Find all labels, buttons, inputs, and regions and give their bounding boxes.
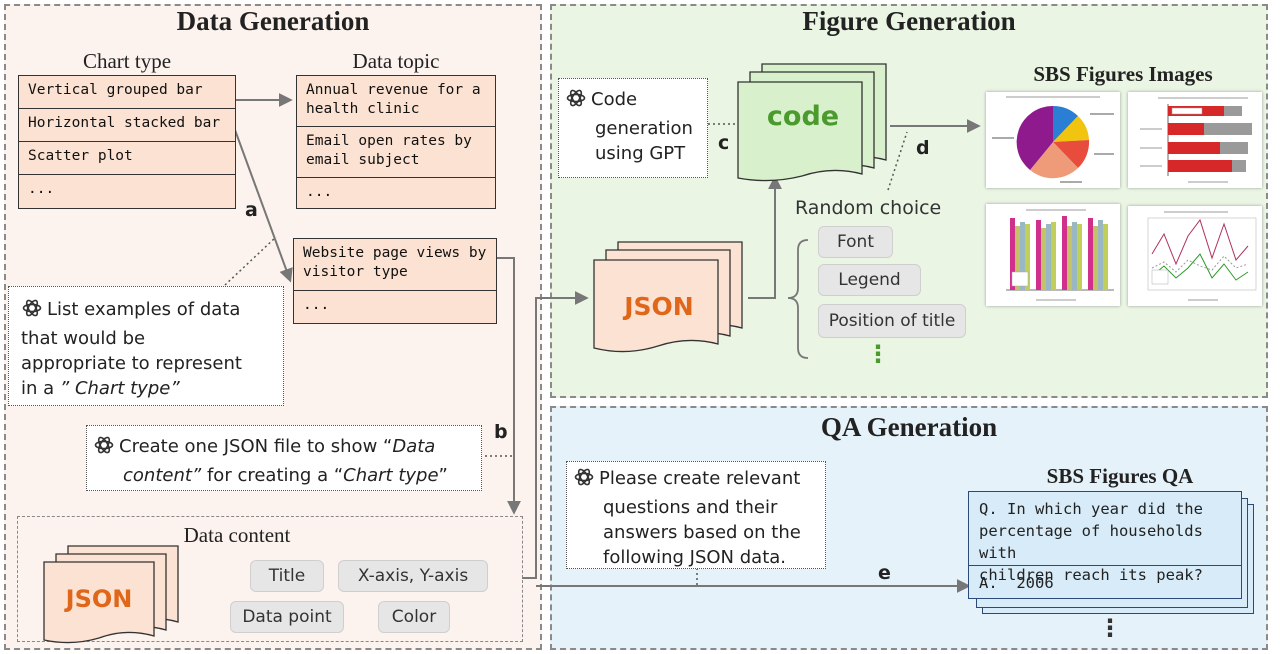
data-topic-item[interactable]: Email open rates by email subject	[297, 127, 495, 178]
figure-json-label: JSON	[624, 292, 694, 321]
data-content-title: Data content	[183, 523, 291, 547]
chip-axes: X-axis, Y-axis	[338, 560, 488, 592]
dotted-prompt-link	[224, 236, 277, 286]
chart-type-list: Vertical grouped bar Horizontal stacked …	[18, 75, 236, 209]
chart-type-item[interactable]: Vertical grouped bar	[19, 76, 235, 109]
chart-type-item[interactable]: ...	[28, 181, 55, 197]
chart-type-title: Chart type	[82, 49, 172, 73]
chart-type-item[interactable]: Scatter plot	[19, 142, 235, 175]
step-label-c: c	[718, 132, 730, 154]
data-content-box	[17, 516, 523, 642]
prompt-line: Code	[591, 89, 638, 110]
prompt-text: ”	[438, 465, 448, 486]
arrow-to-figure-json	[522, 291, 589, 579]
prompt-text: Data	[392, 436, 436, 457]
option-font: Font	[818, 226, 893, 258]
prompt-text: Create one JSON file to show “	[119, 436, 393, 457]
option-position-of-title: Position of title	[818, 304, 966, 338]
arrow-json-to-code	[748, 175, 782, 299]
arrow-b	[497, 257, 521, 515]
thumbnail-pie-chart	[986, 92, 1120, 188]
gpt-logo-icon	[573, 466, 595, 495]
chart-type-item[interactable]: Horizontal stacked bar	[19, 109, 235, 142]
prompt-line: answers based on the	[603, 522, 801, 543]
step-label-e: e	[878, 562, 891, 584]
prompt-line: following JSON data.	[603, 547, 786, 568]
code-label: code	[766, 101, 840, 132]
figure-json-doc-stack-icon	[593, 241, 743, 353]
qa-card: Q. In which year did the percentage of h…	[968, 491, 1242, 599]
qa-more-ellipsis: ⋮	[1098, 614, 1122, 642]
prompt-line: generation	[595, 118, 693, 139]
prompt-line: Please create relevant	[599, 468, 801, 489]
qa-answer: A. 2006	[979, 574, 1054, 592]
chip-color: Color	[378, 601, 450, 633]
random-choice-brace	[787, 239, 809, 359]
prompt-line: appropriate to represent	[21, 353, 242, 374]
prompt-line: questions and their	[603, 497, 778, 518]
prompt-text: Chart type	[343, 465, 439, 486]
prompt-line: that would be	[21, 328, 146, 349]
thumbnail-horizontal-bar-chart	[1128, 92, 1262, 188]
data-topic-item[interactable]: Website page views by visitor type	[294, 239, 496, 291]
step-label-a: a	[245, 199, 258, 221]
data-topic-item[interactable]: Annual revenue for a health clinic	[297, 76, 495, 127]
sbs-figures-qa-title: SBS Figures QA	[1046, 464, 1194, 488]
options-more-ellipsis: ⋮	[866, 340, 890, 368]
qa-question-line: children reach its peak?	[979, 566, 1203, 584]
thumbnail-grouped-bar-chart	[986, 204, 1120, 306]
random-choice-label: Random choice	[795, 197, 942, 219]
data-generation-title: Data Generation	[176, 6, 370, 36]
prompt-text: for creating a “	[201, 465, 344, 486]
qa-question-line: percentage of households with	[979, 522, 1203, 562]
qa-question-line: Q. In which year did the	[979, 500, 1203, 518]
gpt-logo-icon	[93, 434, 115, 463]
code-doc-stack-icon	[737, 63, 887, 182]
prompt-line: using GPT	[595, 143, 686, 164]
qa-prompt: Please create relevant questions and the…	[566, 461, 826, 569]
step-label-b: b	[494, 421, 508, 443]
option-legend: Legend	[818, 264, 921, 296]
prompt-chart-type-ref: ” Chart type”	[59, 378, 180, 399]
arrow-type-to-topic2	[234, 129, 293, 283]
thumbnail-line-chart	[1128, 206, 1262, 306]
prompt-line: List examples of data	[47, 299, 241, 320]
chip-title: Title	[250, 560, 324, 592]
create-json-prompt: Create one JSON file to show “Data conte…	[86, 425, 482, 491]
list-examples-prompt: List examples of data that would be appr…	[8, 286, 284, 406]
data-content-json-label: JSON	[65, 585, 133, 613]
figure-generation-title: Figure Generation	[802, 6, 1016, 36]
qa-generation-title: QA Generation	[820, 412, 998, 442]
step-label-d: d	[916, 137, 930, 159]
prompt-text: content”	[123, 465, 202, 486]
dotted-random-link	[887, 131, 908, 191]
gpt-logo-icon	[21, 297, 43, 326]
data-topic-list-1: Annual revenue for a health clinic Email…	[296, 75, 496, 209]
chip-data-point: Data point	[230, 601, 344, 633]
prompt-line: in a	[21, 378, 60, 399]
qa-question: Q. In which year did the percentage of h…	[969, 492, 1241, 584]
gpt-logo-icon	[565, 87, 587, 116]
json-doc-stack-icon	[43, 545, 179, 644]
data-topic-item[interactable]: ...	[306, 184, 333, 200]
data-topic-item[interactable]: ...	[303, 297, 330, 313]
code-generation-prompt: Code generation using GPT	[558, 78, 708, 178]
data-topic-list-2: Website page views by visitor type ...	[293, 238, 497, 324]
sbs-figures-images-title: SBS Figures Images	[1033, 62, 1213, 86]
data-topic-title: Data topic	[352, 49, 440, 73]
